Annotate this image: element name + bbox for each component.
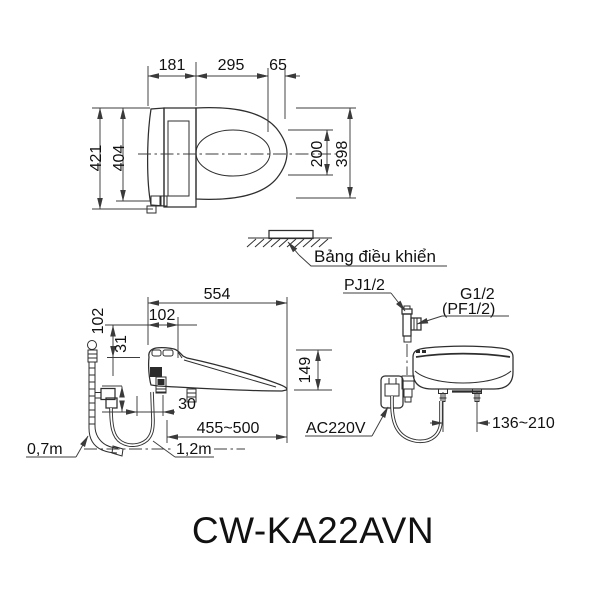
unit-side-panel bbox=[167, 120, 190, 197]
dim-height: 149 bbox=[297, 357, 314, 384]
cord-length-label: 1,2m bbox=[176, 441, 212, 458]
dim-opening-width: 200 bbox=[309, 141, 326, 168]
seat-opening bbox=[195, 129, 271, 177]
top-view: 181 295 65 421 404 200 398 bbox=[88, 57, 356, 214]
control-panel-leader bbox=[298, 254, 447, 267]
seat-front-outline bbox=[412, 345, 514, 390]
dim-bowl-range: 455~500 bbox=[197, 420, 260, 437]
unit-foot bbox=[160, 195, 168, 207]
top-view-dimensions: 181 295 65 421 404 200 398 bbox=[88, 57, 356, 210]
cord-length-leader bbox=[152, 440, 176, 458]
hinge-cap bbox=[151, 349, 162, 357]
power-leader bbox=[371, 406, 389, 437]
thread-type-leader bbox=[416, 315, 443, 325]
unit-body bbox=[163, 107, 197, 208]
dim-body-depth: 404 bbox=[111, 145, 128, 172]
drain-fitting bbox=[186, 388, 197, 403]
water-hose bbox=[87, 340, 124, 457]
power-label: AC220V bbox=[306, 420, 366, 437]
control-panel-arrow bbox=[287, 241, 300, 256]
thread-type-alt-label: (PF1/2) bbox=[442, 301, 495, 318]
shutoff-valve bbox=[401, 305, 422, 375]
seat-profile bbox=[147, 346, 288, 392]
hinge-cap bbox=[162, 349, 174, 357]
hose-end bbox=[111, 445, 124, 457]
power-outlet bbox=[380, 375, 443, 444]
plug-head bbox=[100, 387, 116, 401]
unit-back-strip bbox=[147, 107, 165, 207]
power-plug-side bbox=[95, 387, 155, 447]
dim-bolt-pitch: 136~210 bbox=[492, 415, 555, 432]
dim-total-depth: 421 bbox=[88, 145, 105, 172]
control-panel-label: Bảng điều khiển bbox=[314, 247, 436, 266]
seat-ring-arc bbox=[414, 370, 512, 384]
plug-front bbox=[384, 383, 400, 397]
dim-offset: 30 bbox=[178, 396, 196, 413]
product-model-title: CW-KA22AVN bbox=[192, 510, 434, 551]
water-supply-label: PJ1/2 bbox=[344, 277, 385, 294]
front-view-body bbox=[401, 345, 514, 403]
dim-front-width: 65 bbox=[269, 57, 287, 74]
inlet-strainer bbox=[401, 375, 415, 403]
top-view-body bbox=[138, 107, 336, 214]
side-view-dimensions: 554 102 102 31 149 30 bbox=[26, 286, 332, 458]
side-view: 554 102 102 31 149 30 bbox=[26, 286, 332, 458]
control-panel-callout: Bảng điều khiển bbox=[246, 229, 447, 267]
lid-outline bbox=[195, 107, 288, 200]
front-view-labels: PJ1/2 G1/2 (PF1/2) AC220V 136~210 bbox=[305, 277, 555, 437]
dim-back-height: 102 bbox=[90, 308, 107, 335]
wall-hatch bbox=[246, 238, 329, 248]
lid-seam bbox=[415, 352, 511, 358]
inlet-fitting bbox=[155, 376, 167, 394]
dim-total-length: 554 bbox=[204, 286, 231, 303]
hose-length-leader bbox=[75, 435, 89, 458]
thread-type-label: G1/2 bbox=[460, 286, 495, 303]
dim-back-width: 181 bbox=[159, 57, 186, 74]
control-panel bbox=[268, 229, 314, 240]
hose-ribs bbox=[89, 367, 95, 425]
dim-lid-width: 398 bbox=[334, 141, 351, 168]
lid-seam bbox=[183, 359, 277, 388]
hose-ring bbox=[87, 340, 97, 350]
dim-back-depth: 102 bbox=[149, 307, 176, 324]
hose-length-label: 0,7m bbox=[27, 441, 63, 458]
unit-foot bbox=[146, 205, 157, 214]
dim-lid-thickness: 31 bbox=[113, 335, 130, 353]
dim-mid-width: 295 bbox=[218, 57, 245, 74]
hose-connector bbox=[87, 349, 98, 363]
front-view: PJ1/2 G1/2 (PF1/2) AC220V 136~210 bbox=[305, 277, 555, 444]
side-view-body bbox=[147, 346, 288, 403]
power-cord-front bbox=[390, 396, 443, 444]
water-supply-leader bbox=[390, 292, 406, 312]
valve-block bbox=[150, 367, 162, 377]
